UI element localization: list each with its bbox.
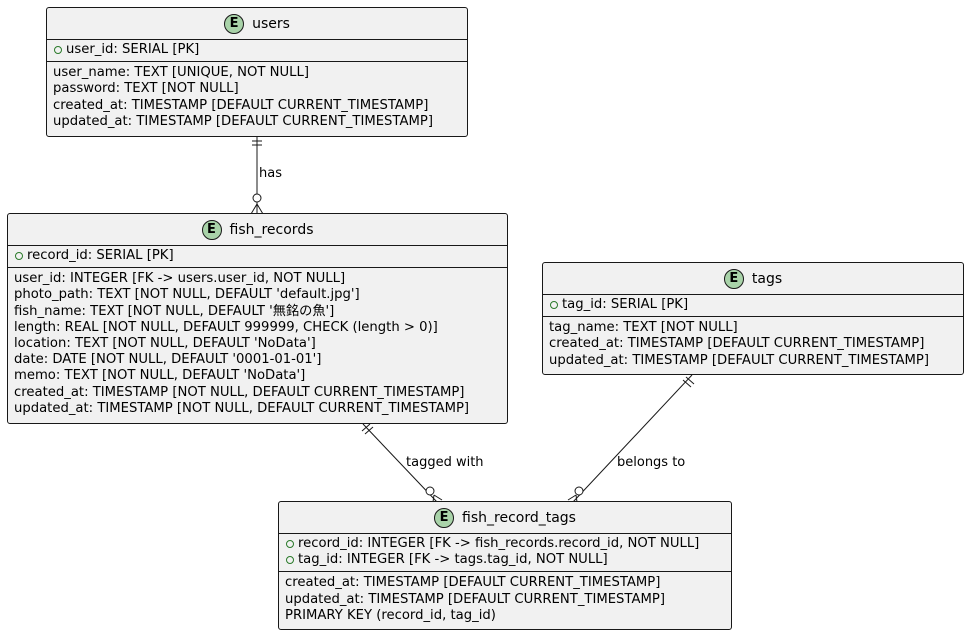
attribute: fish_name: TEXT [NOT NULL, DEFAULT '無銘の魚… [14, 303, 335, 319]
attribute: password: TEXT [NOT NULL] [53, 81, 239, 97]
edge-users-fish-records [250, 137, 264, 215]
key-section: record_id: INTEGER [FK -> fish_records.r… [279, 534, 731, 573]
entity-title: fish_record_tags [462, 509, 576, 526]
attribute: date: DATE [NOT NULL, DEFAULT '0001-01-0… [14, 352, 322, 368]
pk-marker-icon [15, 252, 23, 261]
edge-label-tagged-with: tagged with [406, 455, 484, 470]
key-attribute-text: record_id: SERIAL [PK] [27, 248, 174, 263]
edge-tags-fish-record-tags [567, 374, 695, 503]
entity-title: tags [751, 270, 783, 287]
attribute: created_at: TIMESTAMP [DEFAULT CURRENT_T… [285, 575, 661, 591]
attribute: updated_at: TIMESTAMP [DEFAULT CURRENT_T… [53, 113, 433, 129]
pk-marker-icon [550, 301, 558, 310]
edge-label-belongs-to: belongs to [617, 455, 686, 470]
crowfoot-marker [256, 203, 264, 215]
crowfoot-marker [432, 494, 435, 503]
attribute: location: TEXT [NOT NULL, DEFAULT 'NoDat… [14, 336, 316, 352]
attribute: updated_at: TIMESTAMP [DEFAULT CURRENT_T… [549, 352, 929, 368]
one-marker [682, 379, 692, 388]
entity-badge-icon: E [224, 13, 245, 34]
entity-header: E fish_records [8, 214, 507, 246]
one-marker [685, 376, 695, 385]
zero-marker [252, 193, 262, 203]
attribute: created_at: TIMESTAMP [NOT NULL, DEFAULT… [14, 384, 465, 400]
key-attribute-text: user_id: SERIAL [PK] [66, 42, 200, 57]
crowfoot-marker [250, 203, 258, 215]
crowfoot-marker [433, 494, 443, 501]
pk-marker-icon [54, 46, 62, 55]
key-attribute: user_id: SERIAL [PK] [53, 42, 461, 58]
attribute: updated_at: TIMESTAMP [NOT NULL, DEFAULT… [14, 400, 470, 416]
attribute-section: user_name: TEXT [UNIQUE, NOT NULL] passw… [47, 62, 467, 132]
entity-fish-records[interactable]: E fish_records record_id: SERIAL [PK] us… [7, 213, 508, 424]
entity-header: E tags [543, 263, 963, 295]
edge-fish-records-fish-record-tags [361, 423, 443, 503]
attribute: created_at: TIMESTAMP [DEFAULT CURRENT_T… [53, 97, 429, 113]
attribute: memo: TEXT [NOT NULL, DEFAULT 'NoData'] [14, 368, 306, 384]
entity-tags[interactable]: E tags tag_id: SERIAL [PK] tag_name: TEX… [542, 262, 964, 375]
key-attribute-text: tag_id: SERIAL [PK] [562, 297, 689, 312]
entity-fish-record-tags[interactable]: E fish_record_tags record_id: INTEGER [F… [278, 501, 732, 630]
one-marker [364, 426, 374, 435]
key-attribute: tag_id: INTEGER [FK -> tags.tag_id, NOT … [285, 552, 725, 568]
entity-badge-icon: E [434, 507, 455, 528]
attribute-section: tag_name: TEXT [NOT NULL] created_at: TI… [543, 317, 963, 371]
zero-marker [574, 486, 584, 496]
key-attribute: record_id: INTEGER [FK -> fish_records.r… [285, 536, 725, 552]
entity-header: E users [47, 8, 467, 40]
entity-header: E fish_record_tags [279, 502, 731, 534]
pk-marker-icon [286, 556, 294, 565]
attribute: created_at: TIMESTAMP [DEFAULT CURRENT_T… [549, 336, 925, 352]
attribute-section: user_id: INTEGER [FK -> users.user_id, N… [8, 268, 507, 419]
key-section: user_id: SERIAL [PK] [47, 40, 467, 63]
edge-line [572, 374, 693, 503]
attribute: tag_name: TEXT [NOT NULL] [549, 320, 738, 336]
attribute: updated_at: TIMESTAMP [DEFAULT CURRENT_T… [285, 591, 665, 607]
entity-users[interactable]: E users user_id: SERIAL [PK] user_name: … [46, 7, 468, 137]
key-section: record_id: SERIAL [PK] [8, 246, 507, 269]
zero-marker [425, 486, 435, 496]
attribute: user_name: TEXT [UNIQUE, NOT NULL] [53, 65, 309, 81]
attribute: photo_path: TEXT [NOT NULL, DEFAULT 'def… [14, 287, 360, 303]
key-attribute: record_id: SERIAL [PK] [14, 248, 501, 264]
entity-title: fish_records [229, 221, 314, 238]
attribute: PRIMARY KEY (record_id, tag_id) [285, 607, 496, 623]
key-section: tag_id: SERIAL [PK] [543, 295, 963, 318]
crowfoot-marker [575, 494, 578, 503]
key-attribute: tag_id: SERIAL [PK] [549, 297, 957, 313]
edge-line [362, 423, 438, 503]
entity-title: users [252, 15, 290, 32]
pk-marker-icon [286, 540, 294, 549]
attribute-section: created_at: TIMESTAMP [DEFAULT CURRENT_T… [279, 572, 731, 626]
edge-label-has: has [259, 166, 282, 181]
attribute: user_id: INTEGER [FK -> users.user_id, N… [14, 271, 346, 287]
crowfoot-marker [567, 494, 577, 501]
entity-badge-icon: E [723, 268, 744, 289]
key-attribute-text: record_id: INTEGER [FK -> fish_records.r… [298, 536, 700, 551]
one-marker [361, 423, 371, 432]
attribute: length: REAL [NOT NULL, DEFAULT 999999, … [14, 319, 438, 335]
key-attribute-text: tag_id: INTEGER [FK -> tags.tag_id, NOT … [298, 552, 608, 568]
entity-badge-icon: E [201, 219, 222, 240]
